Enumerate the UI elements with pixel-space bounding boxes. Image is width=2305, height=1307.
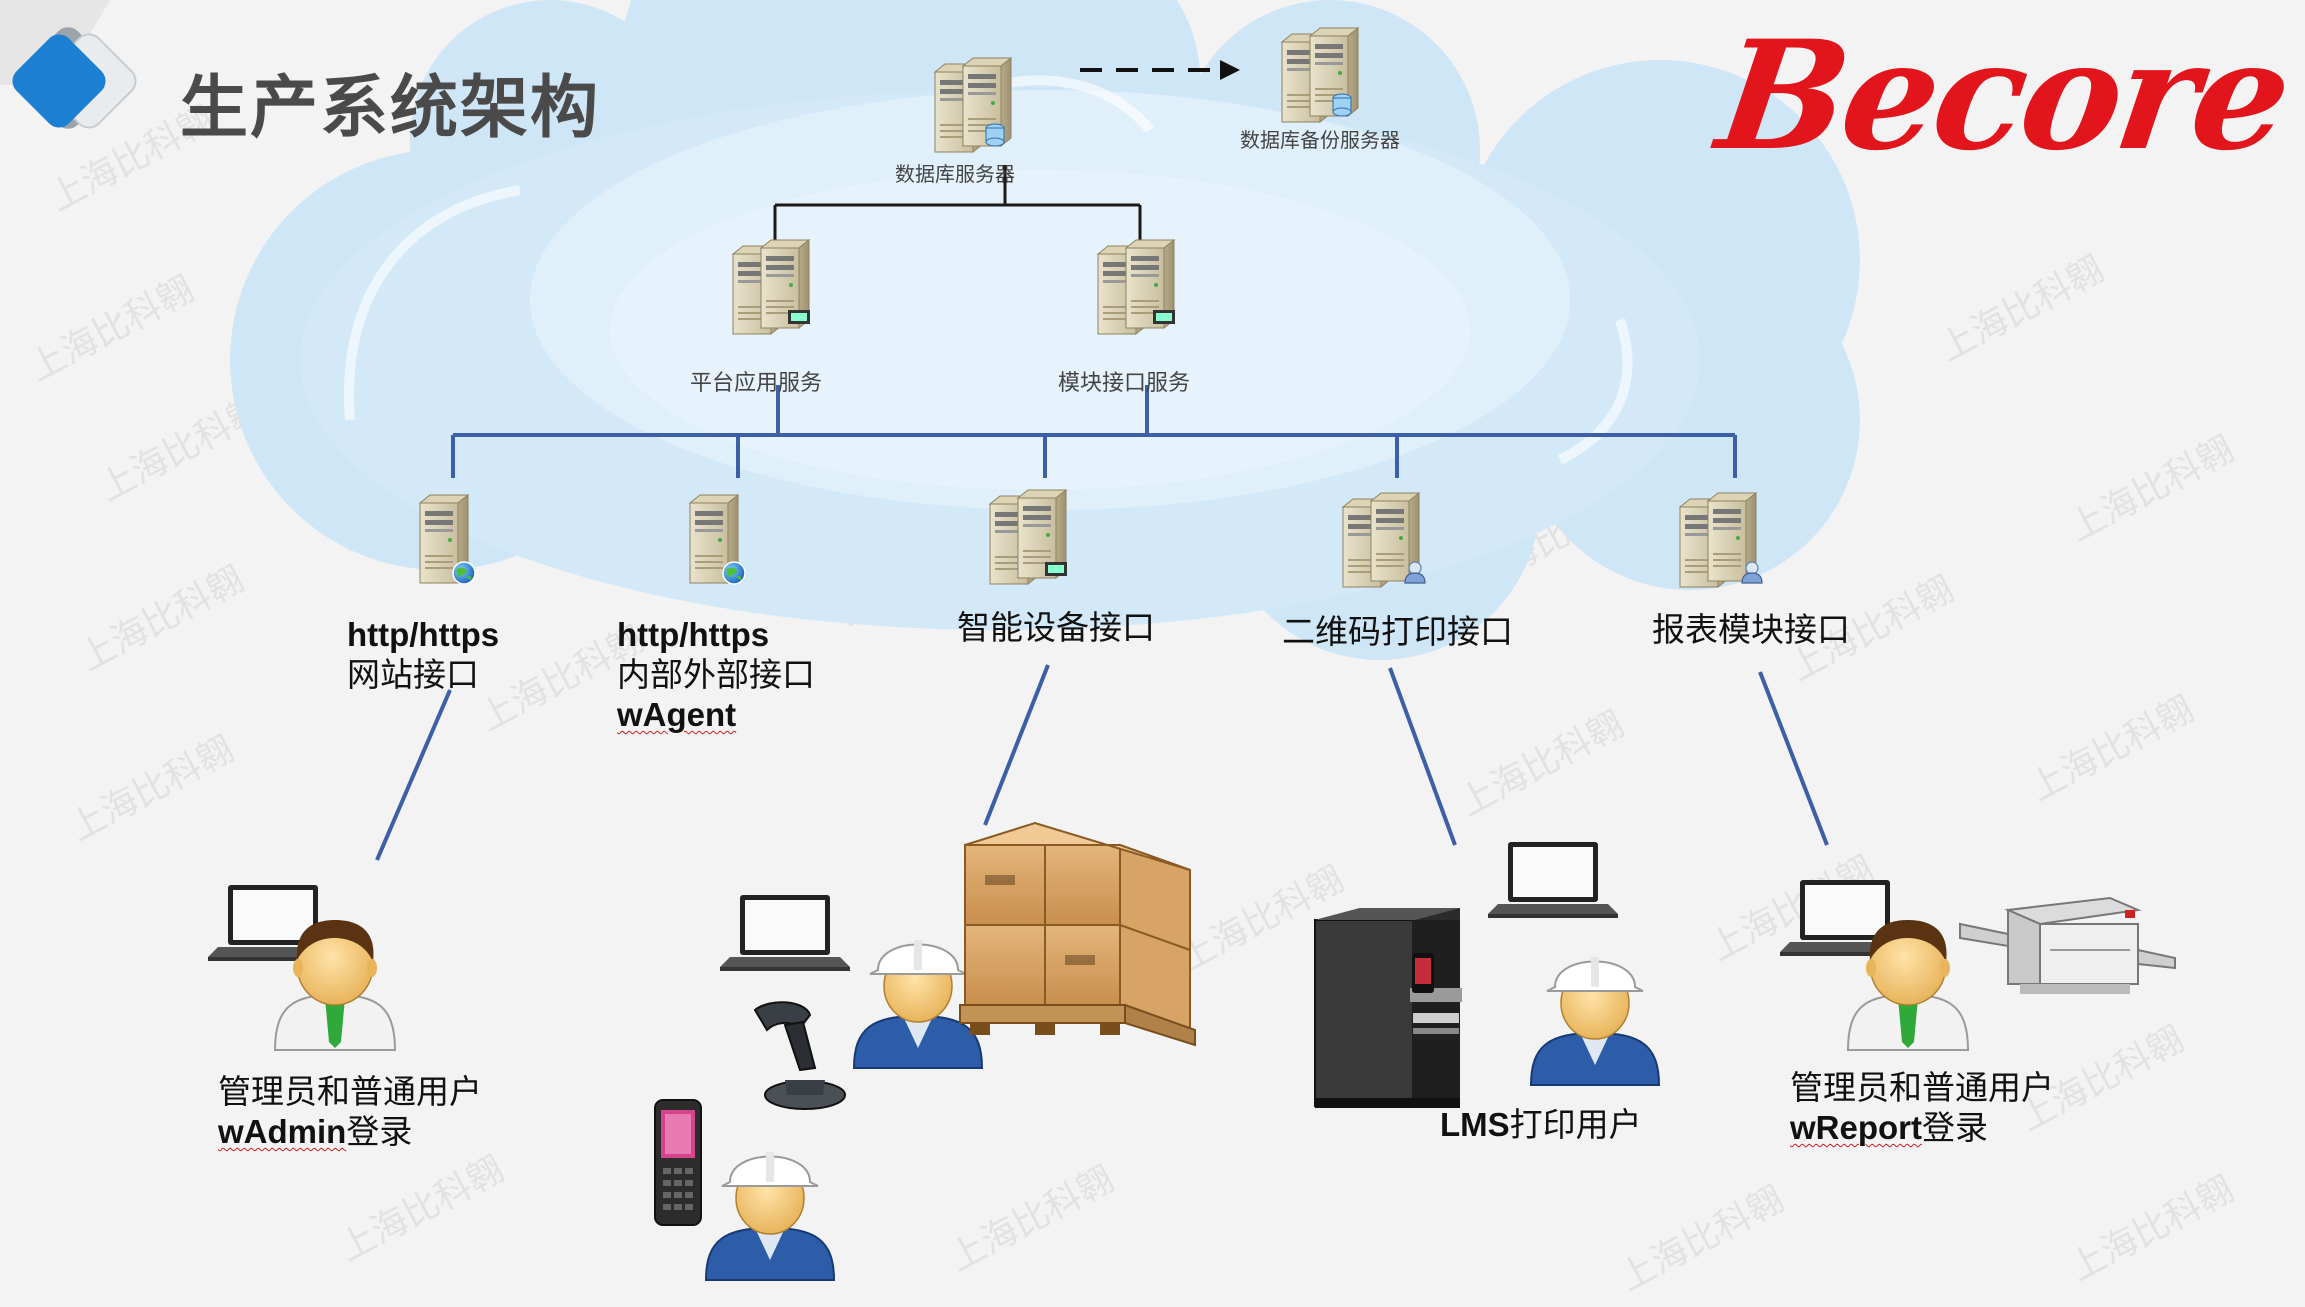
backup-arrow	[1080, 60, 1240, 80]
web-interface-label: http/https 网站接口	[347, 615, 499, 695]
report-user-label: 管理员和普通用户 wReport登录	[1790, 1068, 2054, 1148]
web-server-globe-icon	[419, 494, 476, 585]
device-laptop-icon	[720, 895, 850, 971]
handheld-terminal-icon	[654, 1099, 702, 1226]
report-login-text: 登录	[1922, 1108, 1988, 1147]
worker-icon	[1530, 956, 1660, 1086]
report-login-line: wReport登录	[1790, 1108, 2054, 1148]
qrcode-server-person-icon	[1343, 493, 1426, 587]
web-interface-name: 网站接口	[347, 655, 479, 694]
label-printer-icon	[1314, 908, 1462, 1108]
internal-interface-agent: wAgent	[617, 696, 737, 733]
qrcode-interface-label: 二维码打印接口	[1282, 612, 1513, 651]
report-user-role: 管理员和普通用户	[1790, 1068, 2054, 1107]
internal-server-globe-icon	[689, 494, 746, 585]
lms-user-app: LMS	[1440, 1106, 1510, 1143]
internal-interface-name: 内部外部接口	[617, 655, 815, 694]
db-backup-server-label: 数据库备份服务器	[1240, 128, 1400, 152]
db-server-icon	[935, 58, 1011, 152]
pallet-boxes-icon	[959, 821, 1196, 1047]
report-login-app: wReport	[1790, 1109, 1922, 1146]
admin-login-line: wAdmin登录	[218, 1112, 482, 1152]
brand-logo: Becore	[1708, 8, 2298, 184]
connection-lines-core	[773, 165, 1142, 245]
device-interface-label: 智能设备接口	[957, 608, 1155, 647]
connection-lines-bus	[375, 385, 1829, 861]
db-backup-server-icon	[1282, 28, 1358, 122]
db-server-label: 数据库服务器	[895, 162, 1015, 186]
platform-server-icon	[733, 240, 810, 334]
copier-icon	[1959, 896, 2176, 994]
module-server-icon	[1098, 240, 1175, 334]
admin-user-label: 管理员和普通用户 wAdmin登录	[218, 1072, 482, 1152]
platform-server-label: 平台应用服务	[690, 371, 823, 396]
page-title: 生产系统架构	[180, 69, 601, 148]
lms-user-text: 打印用户	[1509, 1105, 1642, 1144]
internal-interface-label: http/https 内部外部接口 wAgent	[617, 615, 815, 735]
admin-login-app: wAdmin	[218, 1113, 347, 1150]
admin-login-text: 登录	[346, 1112, 413, 1151]
device-server-icon	[990, 490, 1067, 584]
internal-interface-protocol: http/https	[617, 616, 770, 653]
cloud-shape	[230, 0, 1860, 660]
module-server-label: 模块接口服务	[1058, 371, 1191, 396]
admin-user-role: 管理员和普通用户	[218, 1072, 482, 1111]
lms-user-label: LMS打印用户	[1440, 1105, 1642, 1145]
barcode-scanner-icon	[753, 1001, 846, 1110]
web-interface-protocol: http/https	[347, 616, 500, 653]
report-interface-label: 报表模块接口	[1652, 610, 1850, 649]
worker-icon	[705, 1151, 835, 1281]
corner-chevron-icon	[0, 0, 137, 129]
lms-laptop-icon	[1488, 842, 1618, 918]
report-server-person-icon	[1680, 493, 1763, 587]
